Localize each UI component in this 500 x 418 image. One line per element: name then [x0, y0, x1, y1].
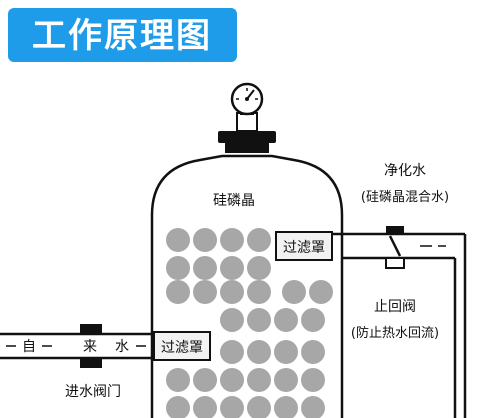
- media-ball: [301, 396, 325, 418]
- tank-content-label: 硅磷晶: [213, 193, 255, 209]
- media-ball: [247, 340, 271, 364]
- media-ball: [274, 308, 298, 332]
- media-ball: [309, 280, 333, 304]
- inlet-pipe: [0, 332, 152, 360]
- check-valve-label: 止回阀: [374, 299, 416, 315]
- media-ball: [193, 280, 217, 304]
- media-ball: [274, 368, 298, 392]
- media-ball: [166, 280, 190, 304]
- media-ball: [166, 256, 190, 280]
- pressure-gauge-icon: [230, 82, 264, 132]
- outlet-note-label: (硅磷晶混合水): [361, 190, 449, 205]
- media-ball: [274, 340, 298, 364]
- tank-cap: [218, 131, 276, 143]
- media-ball: [247, 280, 271, 304]
- media-ball: [220, 256, 244, 280]
- media-ball: [220, 368, 244, 392]
- media-ball: [247, 396, 271, 418]
- media-ball: [301, 340, 325, 364]
- check-valve-note-label: (防止热水回流): [351, 325, 439, 341]
- media-ball: [193, 256, 217, 280]
- tank-body: [150, 154, 344, 418]
- title: 工作原理图: [32, 16, 212, 56]
- media-ball: [274, 396, 298, 418]
- media-ball: [301, 368, 325, 392]
- media-ball: [247, 368, 271, 392]
- check-valve-icon: [385, 226, 405, 269]
- inlet-char-3: 水: [115, 339, 129, 355]
- inlet-filter-screen-label: 过滤罩: [161, 340, 203, 356]
- inlet-filter-screen: 过滤罩: [153, 331, 211, 361]
- media-ball: [193, 228, 217, 252]
- media-ball: [220, 308, 244, 332]
- media-ball: [193, 368, 217, 392]
- outlet-filter-screen: 过滤罩: [275, 231, 333, 261]
- media-ball: [220, 340, 244, 364]
- media-ball: [247, 256, 271, 280]
- media-ball: [166, 396, 190, 418]
- inlet-char-2: 来: [83, 339, 97, 355]
- media-balls: [166, 228, 333, 418]
- inlet-char-1: 自: [22, 339, 36, 355]
- tank-neck: [225, 143, 269, 153]
- title-banner: [8, 8, 237, 62]
- inlet-valve-label: 进水阀门: [65, 384, 121, 400]
- outlet-filter-screen-label: 过滤罩: [283, 240, 325, 256]
- outlet-name-label: 净化水: [384, 163, 426, 179]
- media-ball: [282, 280, 306, 304]
- media-ball: [247, 228, 271, 252]
- inlet-valve-icon: [80, 324, 102, 368]
- media-ball: [220, 280, 244, 304]
- media-ball: [166, 368, 190, 392]
- media-ball: [247, 308, 271, 332]
- media-ball: [220, 228, 244, 252]
- media-ball: [220, 396, 244, 418]
- media-ball: [301, 308, 325, 332]
- media-ball: [166, 228, 190, 252]
- media-ball: [193, 396, 217, 418]
